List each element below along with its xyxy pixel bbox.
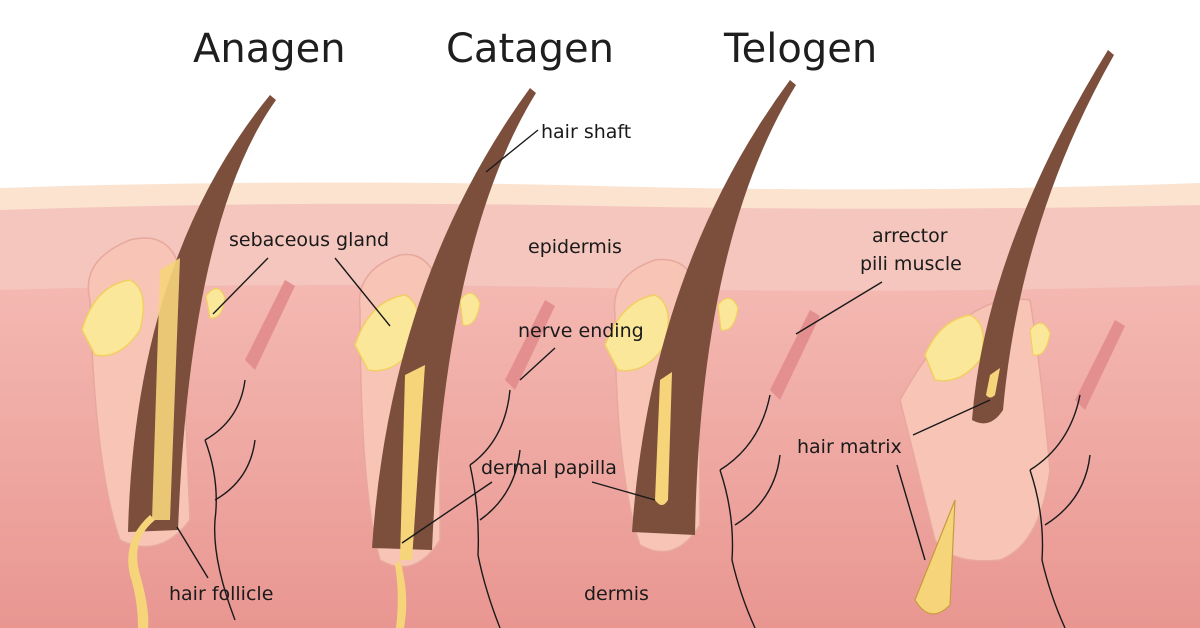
telogen-arrector-muscle [770,310,820,400]
arrector-leader [795,281,883,335]
telogen-papilla [655,372,672,505]
sebaceous-gland-label: sebaceous gland [229,229,389,251]
nerve-ending-leader [519,347,556,381]
anagen-follicle-group [81,95,295,628]
shedding-sebaceous-gland [924,314,985,382]
hair-shaft-label: hair shaft [541,121,631,143]
catagen-root [395,560,407,628]
dermal-papilla-leader-1 [401,481,493,544]
hair-follicle-leader [176,526,209,579]
anagen-sebaceous-gland [81,279,145,357]
catagen-follicle-group [354,88,555,628]
dermal-papilla-leader-2 [591,481,656,501]
dermis-label: dermis [584,583,649,605]
shedding-small-gland [1029,322,1051,356]
skin-surface [0,182,1200,210]
hair-matrix-leader-2 [896,464,926,561]
dermal-papilla-label: dermal papilla [481,457,617,479]
telogen-follicle-group [604,80,820,628]
epidermis-layer [0,189,1200,291]
telogen-small-gland [717,297,739,331]
epidermis-label: epidermis [528,236,622,258]
shedding-arrector-muscle [1075,320,1125,410]
stage-title-catagen: Catagen [446,26,614,72]
anagen-small-gland [205,287,226,319]
sebaceous-gland-leader-2 [334,257,391,327]
shedding-papilla [986,368,1000,398]
anagen-papilla-line [152,258,180,520]
arrector-label-line2: pili muscle [860,253,962,275]
catagen-nerve [469,389,521,628]
nerve-ending-label: nerve ending [518,320,644,342]
telogen-hair-shaft [632,80,796,535]
hair-shaft-leader [485,129,539,173]
telogen-sebaceous-gland [604,294,670,372]
stage-title-anagen: Anagen [193,26,346,72]
catagen-small-gland [459,292,481,326]
hair-matrix-leader-1 [912,399,991,436]
catagen-arrector-muscle [505,300,555,390]
hair-matrix-label: hair matrix [797,436,902,458]
arrector-label-line1: arrector [872,225,948,247]
stage-title-telogen: Telogen [723,26,877,72]
anagen-root-line [128,515,155,628]
catagen-papilla [400,365,425,560]
sebaceous-gland-leader-1 [212,257,269,315]
shedding-root [914,499,956,615]
anagen-arrector-muscle [245,280,295,370]
shedding-hair-shaft [972,50,1114,424]
telogen-nerve [719,394,781,628]
shedding-follicle-group [899,50,1125,628]
anagen-nerve [204,379,256,621]
dermis-layer [0,189,1200,628]
shedding-nerve [1029,394,1091,628]
hair-follicle-label: hair follicle [169,583,273,605]
